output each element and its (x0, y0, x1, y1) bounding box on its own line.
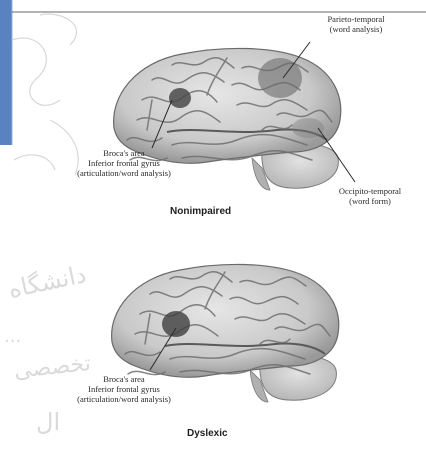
label-top-brocas-line2: Inferior frontal gyrus (34, 158, 214, 168)
caption-dyslexic: Dyslexic (187, 428, 228, 439)
watermark-text-3: ... (4, 326, 21, 347)
top-parieto-temporal-region (258, 58, 302, 98)
label-occipito-temporal-line1: Occipito-temporal (318, 186, 422, 196)
label-top-brocas-line3: (articulation/word analysis) (34, 168, 214, 178)
label-top-brocas-line1: Broca's area (34, 148, 214, 158)
top-brocas-region (169, 88, 191, 108)
label-parieto-temporal-line2: (word analysis) (308, 24, 404, 34)
bottom-cerebrum (112, 264, 339, 377)
label-bottom-brocas-line3: (articulation/word analysis) (34, 394, 214, 404)
left-banner (0, 0, 12, 145)
watermark-text-4: ال (36, 408, 60, 436)
label-parieto-temporal-line1: Parieto-temporal (308, 14, 404, 24)
caption-nonimpaired: Nonimpaired (170, 206, 231, 217)
label-parieto-temporal: Parieto-temporal (word analysis) (308, 14, 404, 34)
label-top-brocas-area: Broca's area Inferior frontal gyrus (art… (34, 148, 214, 178)
label-bottom-brocas-line2: Inferior frontal gyrus (34, 384, 214, 394)
label-occipito-temporal-line2: (word form) (318, 196, 422, 206)
label-bottom-brocas-line1: Broca's area (34, 374, 214, 384)
top-occipito-temporal-region (292, 118, 324, 138)
label-bottom-brocas-area: Broca's area Inferior frontal gyrus (art… (34, 374, 214, 404)
top-cerebrum (114, 48, 341, 163)
label-occipito-temporal: Occipito-temporal (word form) (318, 186, 422, 206)
bottom-brocas-region (162, 311, 190, 337)
